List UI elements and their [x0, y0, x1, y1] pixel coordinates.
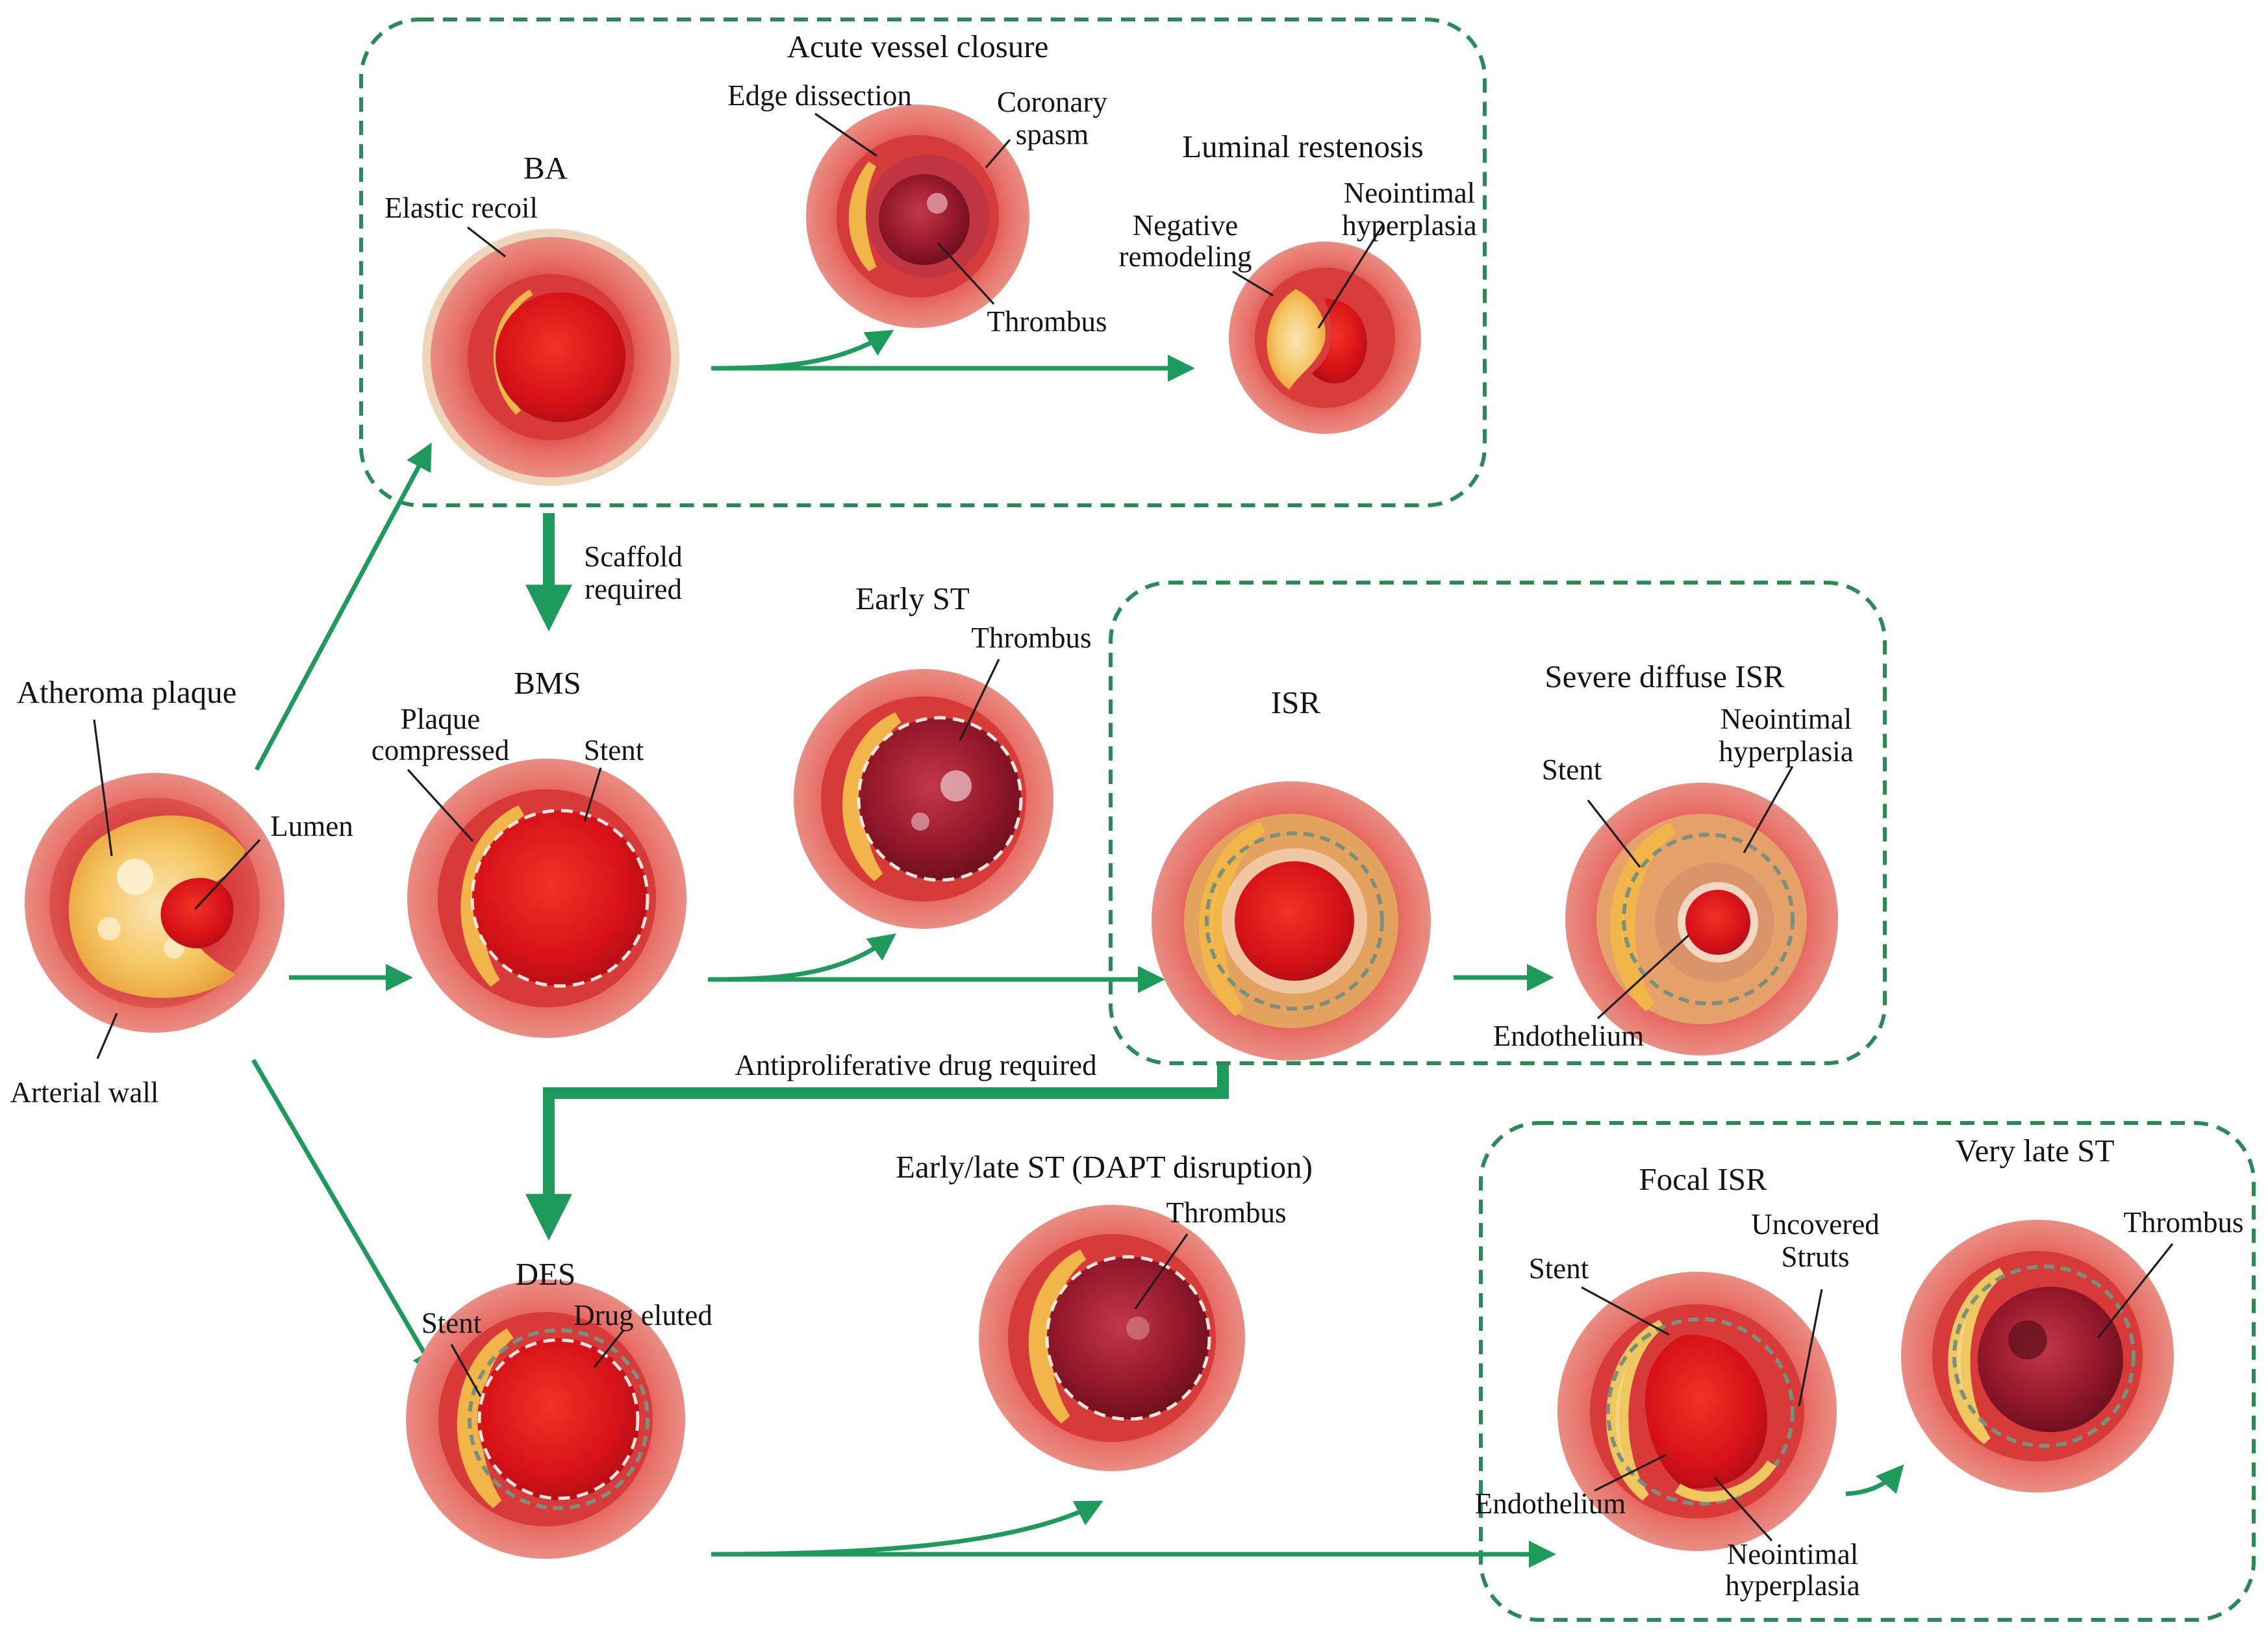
artery-cross-section-icon — [1901, 1220, 2174, 1493]
artery-cross-section-icon — [1152, 781, 1431, 1061]
arrow-atheroma-to-des — [251, 1059, 438, 1378]
node-title-atheroma: Atheroma plaque — [17, 674, 237, 710]
label-stent-des: Stent — [422, 1307, 482, 1339]
node-title-des: DES — [516, 1256, 576, 1292]
artery-cross-section-icon — [979, 1205, 1245, 1471]
edge-label-scaffold: Scaffold — [584, 540, 683, 573]
label-remodeling: remodeling — [1119, 240, 1252, 273]
label-uncovered: Uncovered — [1751, 1208, 1879, 1241]
label-plaque: Plaque — [401, 703, 480, 735]
group-box-isr — [1109, 581, 1887, 1065]
arrow-atheroma-to-ba — [254, 442, 432, 771]
arrow-antiproliferative — [525, 1065, 1229, 1241]
label-stent-bms: Stent — [584, 734, 644, 766]
edge-label-required: required — [585, 573, 682, 605]
node-title-severe-isr: Severe diffuse ISR — [1544, 659, 1785, 694]
artery-cross-section-icon — [1565, 783, 1838, 1055]
arrow-des-to-late-st — [711, 1500, 1103, 1557]
artery-cross-section-icon — [806, 105, 1029, 328]
node-title-early-st: Early ST — [855, 581, 970, 616]
label-endothelium-severe: Endothelium — [1493, 1020, 1644, 1052]
label-thrombus-acute: Thrombus — [987, 305, 1107, 338]
arrows — [251, 329, 1904, 1568]
group-title-acute-vessel-closure: Acute vessel closure — [787, 29, 1049, 64]
label-thrombus-very-late: Thrombus — [2124, 1206, 2244, 1239]
label-elastic-recoil: Elastic recoil — [384, 192, 538, 224]
group-title-luminal-restenosis: Luminal restenosis — [1182, 129, 1424, 164]
edge-label-antiproliferative: Antiproliferative drug required — [735, 1049, 1096, 1081]
label-neointimal-severe: Neointimal — [1720, 703, 1852, 735]
label-thrombus-late-st: Thrombus — [1166, 1196, 1287, 1229]
artery-cross-section-icon — [407, 759, 687, 1038]
label-struts: Struts — [1781, 1241, 1849, 1273]
label-drug-eluted: Drug eluted — [573, 1299, 712, 1331]
artery-cross-section-icon — [794, 669, 1053, 929]
group-box-very-late — [1479, 1121, 2256, 1622]
label-hyperplasia-restenosis: hyperplasia — [1342, 209, 1476, 242]
label-arterial-wall: Arterial wall — [10, 1076, 159, 1109]
label-compressed: compressed — [372, 734, 509, 766]
artery-cross-section-icon — [406, 1280, 685, 1559]
label-stent-severe: Stent — [1542, 753, 1602, 786]
leader-lines — [93, 112, 2174, 1542]
artery-cross-section-icon — [422, 229, 679, 486]
node-title-focal-isr: Focal ISR — [1639, 1161, 1767, 1197]
artery-cross-section-icon — [1229, 242, 1421, 434]
label-neointimal-restenosis: Neointimal — [1344, 177, 1475, 209]
node-title-ba: BA — [523, 150, 568, 186]
label-neointimal-focal: Neointimal — [1727, 1538, 1858, 1571]
node-title-bms: BMS — [514, 665, 581, 701]
label-endothelium-focal: Endothelium — [1475, 1487, 1626, 1520]
group-box-acute-restenosis — [359, 18, 1487, 507]
label-negative: Negative — [1133, 209, 1238, 242]
node-title-late-st: Early/late ST (DAPT disruption) — [896, 1149, 1313, 1185]
label-coronary: Coronary — [997, 86, 1107, 118]
label-hyperplasia-focal: hyperplasia — [1725, 1569, 1859, 1602]
arrow-ba-to-acute — [711, 329, 894, 371]
arrow-bms-to-early-st — [707, 933, 896, 982]
node-title-isr: ISR — [1271, 685, 1321, 720]
artery-cross-section-icon — [25, 773, 284, 1033]
node-title-very-late-st: Very late ST — [1956, 1133, 2115, 1168]
label-thrombus-early-st: Thrombus — [972, 622, 1092, 654]
label-stent-focal: Stent — [1529, 1252, 1589, 1285]
arrow-focal-to-very-late — [1845, 1464, 1904, 1496]
label-spasm: spasm — [1016, 118, 1089, 151]
label-hyperplasia-severe: hyperplasia — [1719, 735, 1853, 768]
label-lumen: Lumen — [270, 810, 353, 842]
label-edge-dissection: Edge dissection — [727, 79, 912, 112]
